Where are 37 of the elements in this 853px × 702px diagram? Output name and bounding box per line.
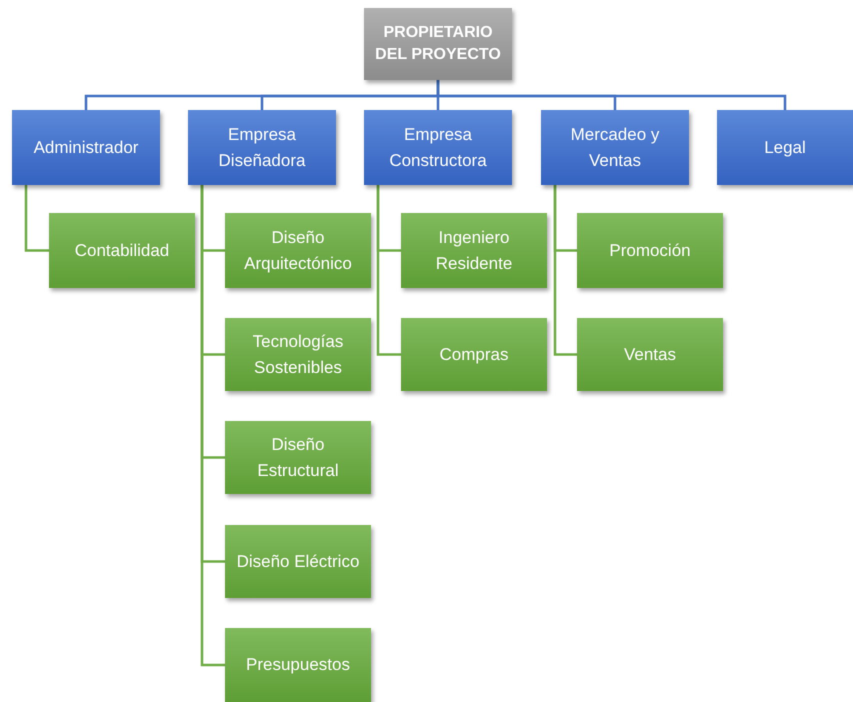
connector-line — [24, 185, 49, 252]
department-box — [717, 110, 853, 185]
sub-unit-box — [401, 213, 547, 288]
node-label: Empresa Diseñadora — [218, 124, 306, 172]
owner-box — [364, 8, 512, 80]
node-label: Empresa Constructora — [388, 124, 488, 172]
node-label: Tecnologías Sostenibles — [252, 331, 344, 378]
node-label: Diseño Arquitectónico — [243, 227, 353, 274]
sub-unit-box — [577, 318, 723, 391]
sub-unit-box — [401, 318, 547, 391]
node-label: Mercadeo y Ventas — [570, 124, 660, 172]
node-label: Administrador — [34, 136, 138, 159]
sub-unit-box — [225, 628, 371, 702]
node-label: Contabilidad — [74, 240, 170, 262]
node-label: Compras — [440, 344, 508, 366]
department-box — [12, 110, 160, 185]
sub-unit-box — [225, 421, 371, 494]
node-label: Diseño Estructural — [256, 434, 340, 482]
node-label: Ventas — [624, 344, 676, 366]
connector-line — [200, 185, 225, 666]
node-label: Presupuestos — [246, 654, 350, 676]
sub-unit-box — [225, 318, 371, 391]
node-label: Legal — [764, 136, 806, 159]
department-box — [364, 110, 512, 185]
connector-line — [554, 185, 577, 356]
node-label: Diseño Eléctrico — [236, 550, 360, 573]
sub-unit-box — [225, 213, 371, 288]
department-box — [541, 110, 689, 185]
node-label: PROPIETARIO DEL PROYECTO — [374, 22, 502, 65]
department-box — [188, 110, 336, 185]
node-label: Promoción — [609, 240, 691, 262]
node-label: Ingeniero Residente — [434, 227, 514, 274]
sub-unit-box — [577, 213, 723, 288]
connector-line — [376, 185, 401, 356]
connector-line — [436, 80, 786, 110]
sub-unit-box — [49, 213, 195, 288]
sub-unit-box — [225, 525, 371, 598]
